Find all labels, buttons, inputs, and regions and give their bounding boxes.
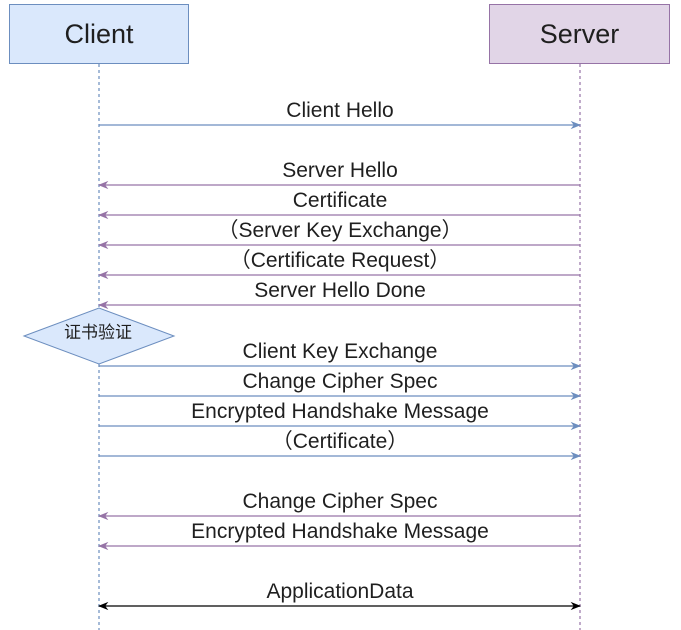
message-label: Certificate <box>292 189 388 212</box>
client-actor: Client <box>9 4 189 64</box>
message-label: Client Key Exchange <box>242 340 438 363</box>
message-label: Change Cipher Spec <box>242 370 438 393</box>
message-label: ApplicationData <box>266 580 414 603</box>
verify-step-label: 证书验证 <box>64 323 132 342</box>
client-label: Client <box>64 18 134 49</box>
message-label: Server Hello Done <box>254 279 426 302</box>
message-label: （Server Key Exchange） <box>217 219 463 242</box>
verify-step-diamond <box>22 307 176 365</box>
message-label: Client Hello <box>286 99 394 122</box>
message-label: （Certificate） <box>271 430 409 453</box>
message-label: Encrypted Handshake Message <box>191 400 489 423</box>
server-label: Server <box>539 18 620 49</box>
message-label: Change Cipher Spec <box>242 490 438 513</box>
message-label: （Certificate Request） <box>229 249 451 272</box>
message-label: Server Hello <box>282 159 398 182</box>
server-actor: Server <box>489 4 670 64</box>
message-label: Encrypted Handshake Message <box>191 520 489 543</box>
